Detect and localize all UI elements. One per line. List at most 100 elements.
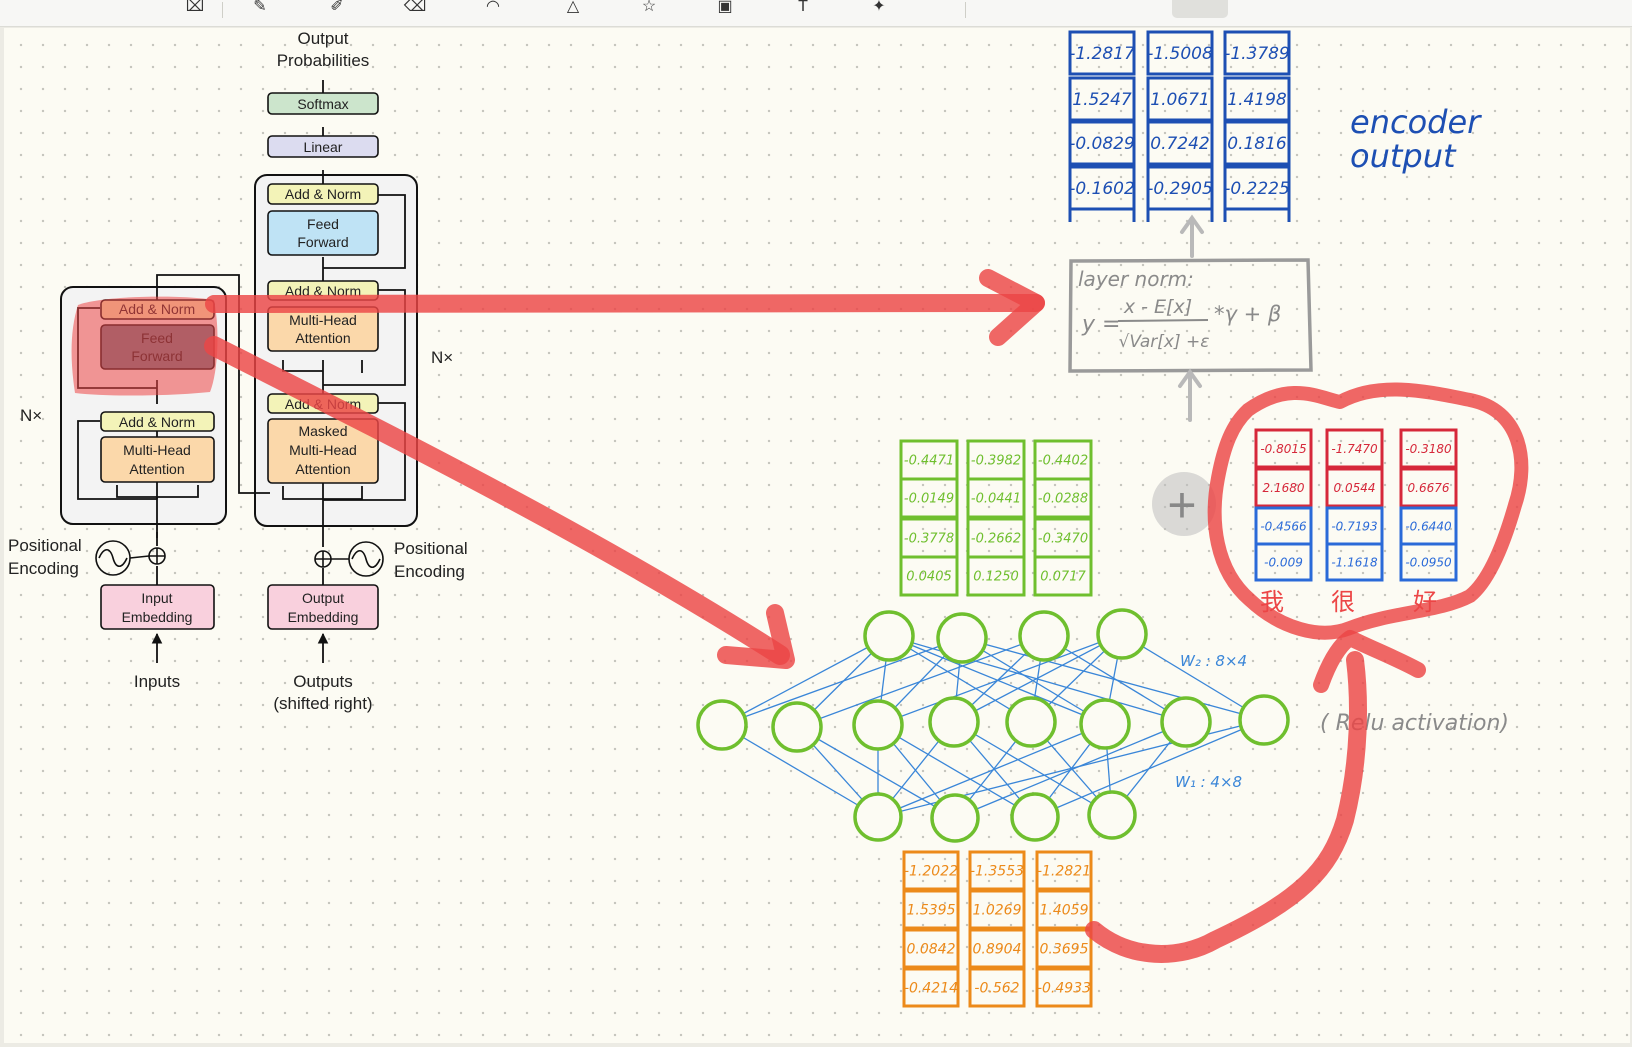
w1-connection (953, 721, 1113, 816)
relu-output-cell (966, 555, 1026, 597)
encoder-output-value: -0.2225 (1224, 179, 1290, 199)
layer-norm-arrows (1178, 214, 1204, 422)
encoder-output-cell (1146, 30, 1214, 76)
linear-box: Linear (267, 135, 379, 158)
ffn-input-value: 1.0269 (973, 903, 1022, 919)
encoder-output-value: -0.1602 (1069, 179, 1135, 199)
encoder-output-cell (1146, 165, 1214, 211)
layer-norm-title: layer norm: (1078, 267, 1194, 291)
w2-connection (953, 633, 1123, 723)
relu-output-value: -0.0149 (904, 492, 954, 507)
embedding-red-cell (1254, 467, 1313, 508)
embedding-red-value: 0.6676 (1408, 481, 1450, 495)
relu-output-cell (1033, 477, 1093, 519)
embedding-blue-cell (1254, 542, 1313, 582)
embedding-blue-cell (1325, 542, 1384, 582)
embedding-red-cell (1254, 428, 1313, 469)
embedding-blue-value: -0.0950 (1405, 555, 1452, 569)
ffn-input-value: -0.4933 (1037, 981, 1091, 997)
ffn-input-cell (968, 850, 1026, 891)
ffn-input-value: -0.4214 (904, 981, 958, 997)
toolbar-divider (222, 2, 223, 18)
encoder-output-cell (1223, 165, 1291, 211)
arrow-to-layer-norm (205, 294, 1045, 313)
relu-output-cell (966, 477, 1026, 519)
relu-output-value: -0.4471 (904, 454, 954, 469)
ffn-input-cell (1035, 928, 1093, 969)
shapes-icon[interactable]: △ (566, 0, 580, 15)
embedding-red-cell (1325, 428, 1384, 469)
encoder-output-cell (1223, 30, 1291, 76)
ffn-input-cell (1035, 850, 1093, 891)
network-node (1096, 608, 1148, 660)
decoder-positional-encoding-symbol (314, 541, 384, 577)
w2-connection (888, 635, 1106, 725)
residual-connection-stroke (1085, 651, 1367, 963)
ffn-input-value: -1.2022 (904, 864, 958, 880)
red-annotations (204, 269, 1529, 963)
embedding-red-cell (1399, 428, 1458, 469)
ffn-input-value: -1.2821 (1037, 864, 1091, 880)
ffn-input-value: 0.8904 (973, 942, 1022, 958)
lasso-icon[interactable]: ◠ (486, 0, 500, 15)
outputs-label: Outputs(shifted right) (273, 672, 372, 713)
layer-norm-prefix: y = (1081, 312, 1120, 337)
encoder-output-cell (1146, 76, 1214, 122)
embedding-blue-cell (1399, 542, 1458, 582)
network-node (1018, 610, 1070, 662)
w1-connection (796, 726, 956, 819)
network-node (936, 612, 988, 664)
relu-output-value: -0.2662 (971, 532, 1021, 547)
highlighter-icon[interactable]: ✐ (330, 0, 344, 15)
relu-output-cell (899, 555, 959, 597)
ffn-input-cell (968, 967, 1026, 1008)
layer-norm-formula-box: layer norm: y = x - E[x] √Var[x] +ε *γ +… (1068, 258, 1313, 373)
eraser-icon[interactable]: ⌫ (403, 0, 427, 15)
sticker-icon[interactable]: ✦ (872, 0, 886, 15)
ffn-input-cell (968, 889, 1026, 930)
network-node (1087, 790, 1137, 840)
encoder-output-value: -1.3789 (1224, 44, 1290, 64)
network-node (1010, 792, 1060, 842)
encoder-output-cell (1146, 120, 1214, 166)
relu-activation-note: ( Relu activation) (1320, 711, 1509, 736)
embedding-red-value: 2.1680 (1263, 481, 1305, 495)
residual-connection-head (1313, 630, 1426, 693)
embedding-blue-value: -0.4566 (1260, 519, 1307, 533)
encoder-output-value: -0.2905 (1147, 179, 1213, 199)
w1-connection (877, 723, 1106, 818)
encoder-output-value: -1.5008 (1147, 44, 1213, 64)
encoder-output-cell (1068, 120, 1136, 166)
relu-output-value: -0.3778 (904, 532, 954, 547)
image-icon[interactable]: ▣ (717, 0, 733, 15)
w1-connection (1034, 719, 1265, 818)
decoder-nx-label: N× (431, 348, 453, 367)
embedding-red-cell (1399, 467, 1458, 508)
pointer-icon[interactable] (1172, 0, 1228, 18)
embedding-red-value: -1.7470 (1331, 442, 1378, 456)
select-icon[interactable]: ⌧ (185, 0, 205, 15)
arrow-to-layer-norm-head (979, 269, 1045, 346)
star-icon[interactable]: ☆ (641, 0, 657, 15)
network-node (696, 699, 748, 751)
softmax-label: Softmax (297, 96, 348, 112)
relu-output-cell (1033, 555, 1093, 597)
embedding-blue-value: -0.7193 (1331, 519, 1377, 533)
text-icon[interactable]: T (798, 0, 808, 15)
feed-forward-network (696, 608, 1290, 843)
pen-icon[interactable]: ✎ (253, 0, 267, 15)
network-node (1160, 696, 1212, 748)
network-node (853, 792, 903, 842)
